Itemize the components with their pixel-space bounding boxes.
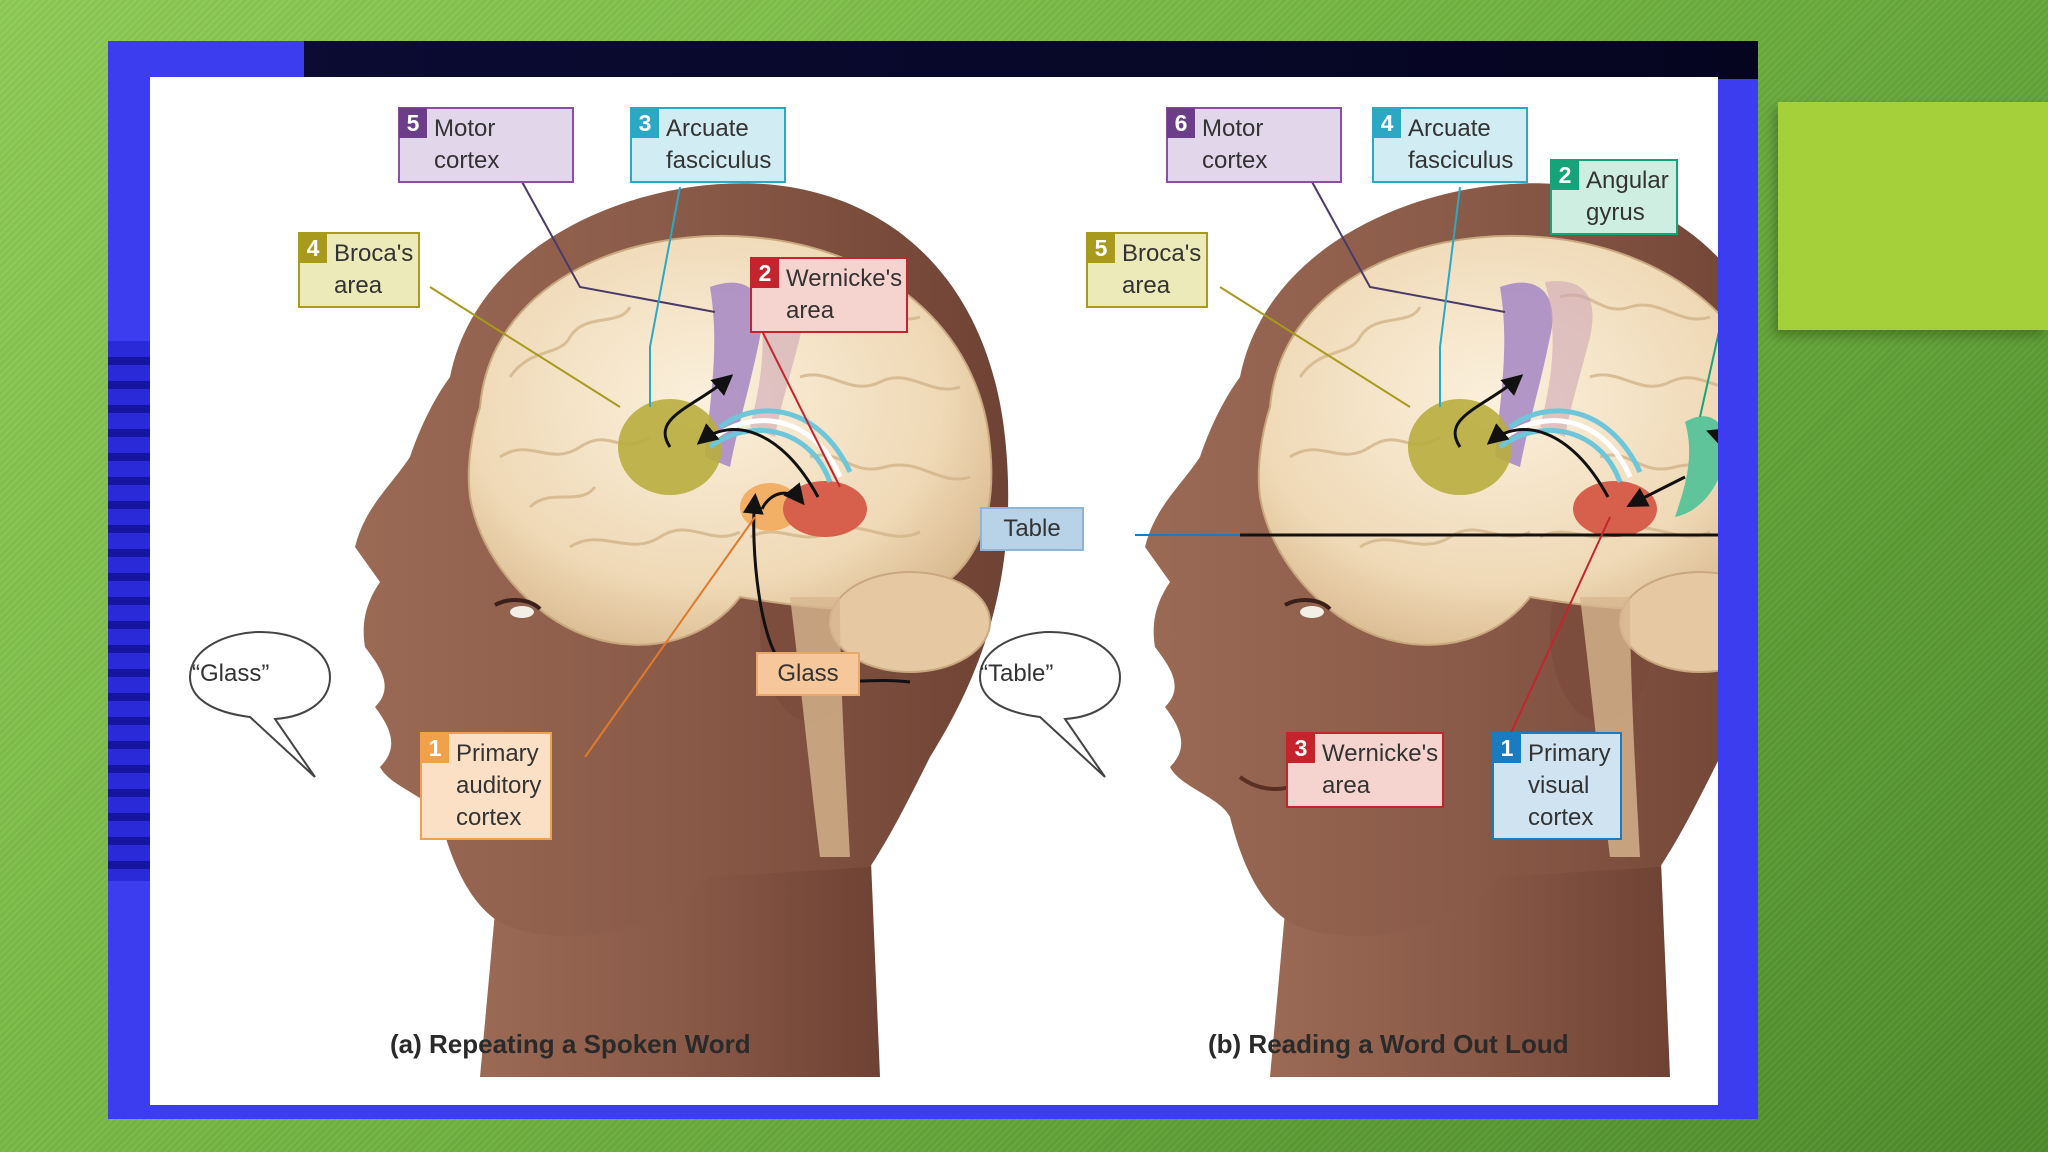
label-text: Wernicke's area <box>1322 738 1434 802</box>
label-number: 5 <box>399 108 427 138</box>
panel-b-arcuate-fasciculus-label: 4 Arcuate fasciculus <box>1372 107 1528 183</box>
label-number: 1 <box>1493 733 1521 763</box>
panel-a-stimulus-label: Glass <box>756 652 860 696</box>
panel-a-motor-cortex-label: 5 Motor cortex <box>398 107 574 183</box>
label-text: Broca's area <box>1122 238 1198 302</box>
label-number: 4 <box>299 233 327 263</box>
label-text: Motor cortex <box>1202 113 1332 177</box>
label-text: Primary auditory cortex <box>456 738 542 834</box>
panel-b-caption: (b) Reading a Word Out Loud <box>1208 1029 1569 1060</box>
label-number: 4 <box>1373 108 1401 138</box>
label-text: Motor cortex <box>434 113 564 177</box>
label-number: 3 <box>631 108 659 138</box>
panel-b-primary-visual-cortex-label: 1 Primary visual cortex <box>1492 732 1622 840</box>
label-number: 1 <box>421 733 449 763</box>
frame-left-stripes <box>108 341 150 881</box>
label-text: Table <box>990 513 1074 545</box>
frame-top-bar <box>304 41 1758 79</box>
label-text: Arcuate fasciculus <box>1408 113 1518 177</box>
panel-b-angular-gyrus-label: 2 Angular gyrus <box>1550 159 1678 235</box>
panel-a-wernickes-area-label: 2 Wernicke's area <box>750 257 908 333</box>
label-text: Primary visual cortex <box>1528 738 1612 834</box>
panel-a-brocas-area-label: 4 Broca's area <box>298 232 420 308</box>
label-text: Broca's area <box>334 238 410 302</box>
label-text: Angular gyrus <box>1586 165 1668 229</box>
accent-block <box>1778 102 2048 330</box>
panel-a-arcuate-fasciculus-label: 3 Arcuate fasciculus <box>630 107 786 183</box>
label-text: Glass <box>766 658 850 690</box>
label-number: 3 <box>1287 733 1315 763</box>
panel-b-stimulus-label: Table <box>980 507 1084 551</box>
label-text: Wernicke's area <box>786 263 898 327</box>
label-text: Arcuate fasciculus <box>666 113 776 177</box>
language-pathways-figure: 5 Motor cortex 3 Arcuate fasciculus 4 Br… <box>150 77 1718 1105</box>
panel-a-speech-bubble-text: “Glass” <box>192 660 269 688</box>
label-number: 5 <box>1087 233 1115 263</box>
panel-a-caption: (a) Repeating a Spoken Word <box>390 1029 751 1060</box>
panel-b-motor-cortex-label: 6 Motor cortex <box>1166 107 1342 183</box>
label-number: 2 <box>1551 160 1579 190</box>
panel-b-speech-bubble-text: “Table” <box>980 660 1053 688</box>
panel-b-wernickes-area-label: 3 Wernicke's area <box>1286 732 1444 808</box>
panel-a-primary-auditory-cortex-label: 1 Primary auditory cortex <box>420 732 552 840</box>
label-number: 2 <box>751 258 779 288</box>
label-number: 6 <box>1167 108 1195 138</box>
panel-b-brocas-area-label: 5 Broca's area <box>1086 232 1208 308</box>
